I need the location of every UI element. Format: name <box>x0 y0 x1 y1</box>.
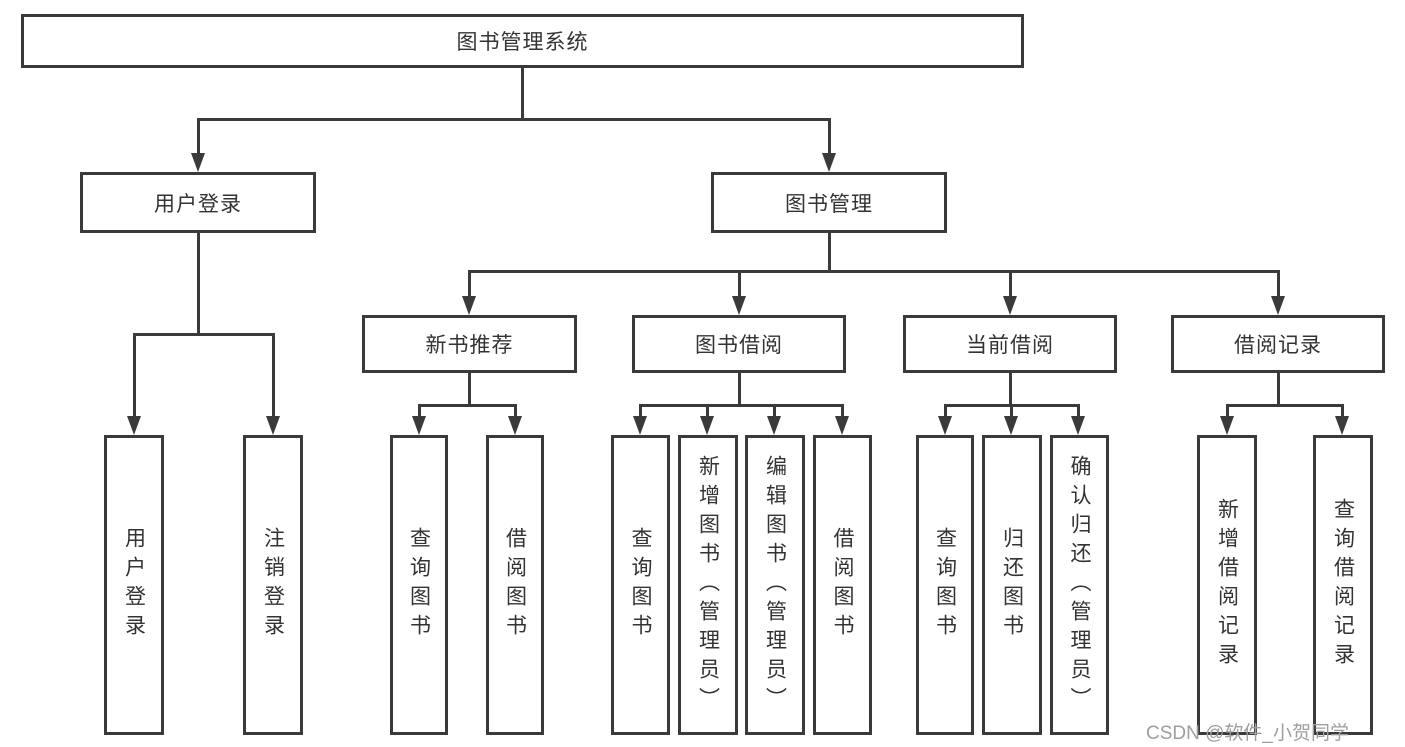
node-label: 借阅记录 <box>1234 334 1322 357</box>
arrow-down-icon <box>1335 416 1349 435</box>
arrow-down-icon <box>732 296 746 315</box>
leaf-label: 查询图书 <box>629 527 652 643</box>
connector-drop-new-book <box>468 270 471 298</box>
connector-drop-leaf <box>133 333 136 417</box>
connector-root-bar <box>197 118 831 121</box>
leaf-add-borrow-record: 新增借阅记录 <box>1197 435 1257 735</box>
arrow-down-icon <box>462 296 476 315</box>
arrow-down-icon <box>127 416 141 435</box>
node-label: 新书推荐 <box>425 334 514 357</box>
connector-drop-leaf <box>773 404 776 417</box>
arrow-down-icon <box>700 416 714 435</box>
arrow-down-icon <box>191 153 205 172</box>
leaf-label: 查询借阅记录 <box>1331 498 1355 672</box>
leaf-query-borrow-record: 查询借阅记录 <box>1313 435 1373 735</box>
leaf-label: 编辑图书（管理员） <box>763 454 787 716</box>
arrow-down-icon <box>412 416 426 435</box>
connector-borrow-records-stem <box>1277 373 1280 407</box>
connector-current-borrow-stem <box>1009 373 1012 407</box>
leaf-label: 注销登录 <box>261 527 285 643</box>
connector-drop-leaf <box>514 404 517 417</box>
leaf-label: 借阅图书 <box>831 527 854 643</box>
leaf-borrow-books-newbook: 借阅图书 <box>486 435 544 735</box>
leaf-return-books: 归还图书 <box>982 435 1042 735</box>
connector-book-borrow-stem <box>738 373 741 407</box>
connector-drop-leaf <box>841 404 844 417</box>
connector-drop-leaf <box>1226 404 1229 417</box>
connector-drop-leaf <box>1010 404 1013 417</box>
node-borrow-records: 借阅记录 <box>1171 315 1385 373</box>
arrow-down-icon <box>835 416 849 435</box>
arrow-down-icon <box>1220 416 1234 435</box>
arrow-down-icon <box>1003 296 1017 315</box>
connector-borrow-records-bar <box>1226 404 1343 407</box>
node-label: 用户登录 <box>154 192 242 216</box>
connector-book-management-bar <box>468 270 1280 273</box>
arrow-down-icon <box>633 416 647 435</box>
connector-drop-leaf <box>944 404 947 417</box>
connector-drop-leaf <box>639 404 642 417</box>
node-label: 当前借阅 <box>966 334 1054 357</box>
arrow-down-icon <box>1271 296 1285 315</box>
connector-user-login-bar <box>133 333 274 336</box>
arrow-down-icon <box>508 416 522 435</box>
connector-drop-borrow-records <box>1277 270 1280 298</box>
leaf-label: 查询图书 <box>933 527 957 643</box>
leaf-user-login: 用户登录 <box>104 435 164 735</box>
connector-drop-leaf <box>272 333 275 417</box>
node-book-borrow: 图书借阅 <box>632 315 846 373</box>
arrow-down-icon <box>767 416 781 435</box>
node-label: 图书借阅 <box>695 334 783 357</box>
connector-root-stem <box>521 68 524 120</box>
connector-drop-book-management <box>828 118 831 154</box>
connector-book-management-stem <box>828 233 831 273</box>
connector-drop-user-login <box>197 118 200 154</box>
leaf-logout: 注销登录 <box>243 435 303 735</box>
connector-drop-book-borrow <box>738 270 741 298</box>
leaf-label: 新增借阅记录 <box>1215 498 1239 672</box>
connector-new-book-bar <box>418 404 517 407</box>
leaf-query-books-newbook: 查询图书 <box>390 435 448 735</box>
leaf-label: 新增图书（管理员） <box>696 454 720 716</box>
leaf-label: 查询图书 <box>407 527 431 643</box>
node-book-management: 图书管理 <box>711 172 947 233</box>
leaf-label: 借阅图书 <box>503 527 527 643</box>
arrow-down-icon <box>1071 416 1085 435</box>
connector-drop-leaf <box>1341 404 1344 417</box>
connector-drop-leaf <box>1077 404 1080 417</box>
connector-drop-current-borrow <box>1009 270 1012 298</box>
arrow-down-icon <box>1004 416 1018 435</box>
arrow-down-icon <box>822 153 836 172</box>
leaf-edit-books-admin: 编辑图书（管理员） <box>745 435 805 735</box>
connector-drop-leaf <box>706 404 709 417</box>
connector-user-login-stem <box>197 233 200 336</box>
leaf-label: 确认归还（管理员） <box>1068 454 1091 716</box>
connector-new-book-stem <box>468 373 471 407</box>
node-library-management-system: 图书管理系统 <box>21 14 1024 68</box>
node-label: 图书管理系统 <box>456 31 589 54</box>
node-new-book-recommend: 新书推荐 <box>362 315 577 373</box>
leaf-add-books-admin: 新增图书（管理员） <box>678 435 738 735</box>
leaf-confirm-return-admin: 确认归还（管理员） <box>1050 435 1109 735</box>
leaf-query-books-borrow: 查询图书 <box>611 435 670 735</box>
connector-book-borrow-bar <box>639 404 843 407</box>
leaf-query-books-current: 查询图书 <box>916 435 974 735</box>
leaf-label: 归还图书 <box>1000 527 1024 643</box>
node-current-borrow: 当前借阅 <box>903 315 1117 373</box>
leaf-borrow-books: 借阅图书 <box>813 435 872 735</box>
node-user-login: 用户登录 <box>80 172 316 233</box>
node-label: 图书管理 <box>785 192 873 216</box>
arrow-down-icon <box>266 416 280 435</box>
arrow-down-icon <box>938 416 952 435</box>
leaf-label: 用户登录 <box>122 527 146 643</box>
connector-drop-leaf <box>418 404 421 417</box>
csdn-watermark: CSDN @软件_小贺同学 <box>1146 723 1349 744</box>
